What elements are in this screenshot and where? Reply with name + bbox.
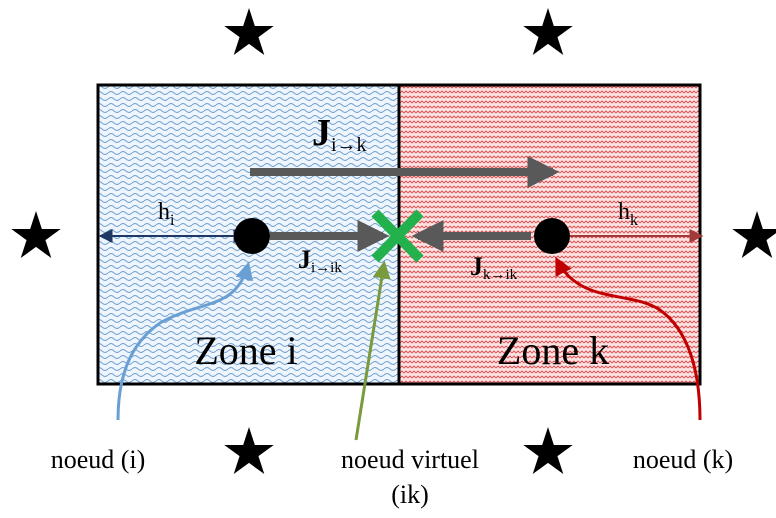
zone-k-label: Zone k bbox=[497, 328, 609, 373]
callout-virtual-line1: noeud virtuel bbox=[341, 445, 479, 474]
flux-right-label: Jk→ik bbox=[470, 252, 518, 283]
flux-left-label: Ji→ik bbox=[298, 245, 342, 276]
star-icon bbox=[11, 211, 61, 259]
x-mark-icon bbox=[371, 209, 424, 263]
callout-node-i-label: noeud (i) bbox=[51, 445, 146, 474]
star-icon bbox=[523, 8, 573, 56]
callout-node-i-arrow bbox=[116, 261, 253, 421]
flux-main-label: Ji→k bbox=[312, 112, 367, 156]
star-icon bbox=[224, 8, 274, 56]
star-icon bbox=[224, 427, 274, 475]
star-icon bbox=[732, 211, 776, 259]
distance-hk-label: hk bbox=[618, 199, 638, 229]
distance-hi-label: hi bbox=[158, 199, 175, 229]
callout-virtual-line2: (ik) bbox=[391, 480, 429, 509]
callout-node-k-arrow bbox=[555, 256, 702, 421]
node-i-dot bbox=[234, 218, 270, 254]
zone-i-label: Zone i bbox=[194, 328, 297, 373]
node-k-dot bbox=[534, 218, 570, 254]
callout-virtual-arrow bbox=[354, 260, 391, 441]
callout-node-k-label: noeud (k) bbox=[633, 445, 733, 474]
star-icon bbox=[523, 427, 573, 475]
